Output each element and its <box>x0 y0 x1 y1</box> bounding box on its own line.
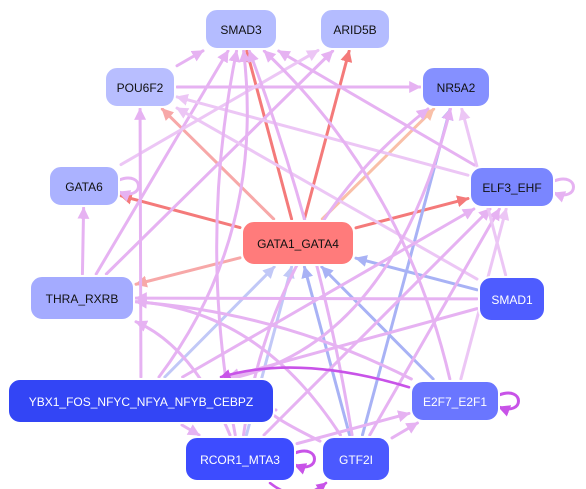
node-box[interactable] <box>410 380 500 422</box>
node-box[interactable] <box>319 8 391 50</box>
node-label: THRA_RXRB <box>46 292 119 306</box>
node-label: GATA6 <box>65 180 103 194</box>
self-loop-elf3_ehf <box>552 177 575 203</box>
node-label: GATA1_GATA4 <box>257 237 339 251</box>
node-label: RCOR1_MTA3 <box>200 453 280 467</box>
edge-ybx1-to-pou6f2 <box>134 107 147 379</box>
node-label: SMAD3 <box>220 23 262 37</box>
edge-gata6-to-arid5b <box>119 48 320 167</box>
edge-ybx1-to-elf3_ehf <box>181 207 476 379</box>
edge-gata1_gata4-to-gata6 <box>119 192 242 230</box>
node-box[interactable] <box>48 165 120 207</box>
edge-thra_rxrb-to-gata6 <box>77 206 90 276</box>
node-box[interactable] <box>478 276 546 322</box>
node-e2f7-e2f1[interactable]: E2F7_E2F1 <box>410 380 500 422</box>
edge-ybx1-to-rcor1_mta3 <box>180 423 201 437</box>
edge-gata1_gata4-to-thra_rxrb <box>134 256 242 288</box>
node-label: GTF2I <box>339 453 373 467</box>
edge-e2f7_e2f1-to-smad3 <box>262 49 452 381</box>
node-gtf2i[interactable]: GTF2I <box>321 436 391 482</box>
edge-gata1_gata4-to-arid5b <box>302 49 353 221</box>
node-box[interactable] <box>184 436 296 482</box>
node-smad3[interactable]: SMAD3 <box>204 8 278 50</box>
node-label: SMAD1 <box>491 293 533 307</box>
node-box[interactable] <box>241 220 355 266</box>
node-label: E2F7_E2F1 <box>423 395 487 409</box>
edge-gtf2i-to-e2f7_e2f1 <box>390 421 419 440</box>
edge-gata1_gata4-to-elf3_ehf <box>354 195 470 230</box>
node-box[interactable] <box>7 378 275 424</box>
edge-elf3_ehf-to-pou6f2 <box>175 93 470 177</box>
node-box[interactable] <box>104 66 176 108</box>
node-label: NR5A2 <box>437 81 476 95</box>
self-loop-gata6 <box>117 176 140 202</box>
node-label: POU6F2 <box>117 81 164 95</box>
edge-gata1_gata4-to-nr5a2 <box>320 107 436 221</box>
edge-pou6f2-to-smad3 <box>175 49 205 68</box>
node-pou6f2[interactable]: POU6F2 <box>104 66 176 108</box>
node-elf3-ehf[interactable]: ELF3_EHF <box>469 166 555 208</box>
edge-e2f7_e2f1-to-ybx1 <box>219 366 411 389</box>
node-label: ELF3_EHF <box>482 181 541 195</box>
node-label: YBX1_FOS_NFYC_NFYA_NFYB_CEBPZ <box>29 395 254 409</box>
node-box[interactable] <box>421 66 491 108</box>
self-loop-rcor1_mta3 <box>293 449 316 475</box>
node-gata6[interactable]: GATA6 <box>48 165 120 207</box>
node-label: ARID5B <box>333 23 376 37</box>
node-box[interactable] <box>321 436 391 482</box>
edge-smad1-to-pou6f2 <box>175 106 479 281</box>
edge-smad1-to-thra_rxrb <box>134 292 479 305</box>
edge-smad1-to-gata1_gata4 <box>354 255 479 292</box>
node-smad1[interactable]: SMAD1 <box>478 276 546 322</box>
node-rcor1-mta3[interactable]: RCOR1_MTA3 <box>184 436 296 482</box>
edge-gtf2i-to-elf3_ehf <box>368 207 501 437</box>
edge-ybx1-to-smad3 <box>157 49 251 379</box>
node-box[interactable] <box>29 275 135 321</box>
edge-e2f7_e2f1-to-thra_rxrb <box>134 296 413 381</box>
node-ybx1[interactable]: YBX1_FOS_NFYC_NFYA_NFYB_CEBPZ <box>7 378 275 424</box>
edge-gata1_gata4-to-smad3 <box>243 49 294 221</box>
edge-rcor1_mta3-to-e2f7_e2f1 <box>295 410 411 446</box>
node-gata1-gata4[interactable]: GATA1_GATA4 <box>241 220 355 266</box>
edge-rcor1_mta3-to-gtf2i <box>268 481 328 489</box>
edge-thra_rxrb-to-smad3 <box>94 49 230 276</box>
node-nr5a2[interactable]: NR5A2 <box>421 66 491 108</box>
self-loop-e2f7_e2f1 <box>497 391 520 417</box>
node-box[interactable] <box>204 8 278 50</box>
node-arid5b[interactable]: ARID5B <box>319 8 391 50</box>
edge-ybx1-to-nr5a2 <box>236 107 454 379</box>
edge-elf3_ehf-to-smad3 <box>277 49 476 167</box>
node-box[interactable] <box>469 166 555 208</box>
node-thra-rxrb[interactable]: THRA_RXRB <box>29 275 135 321</box>
edge-rcor1_mta3-to-elf3_ehf <box>262 207 492 437</box>
